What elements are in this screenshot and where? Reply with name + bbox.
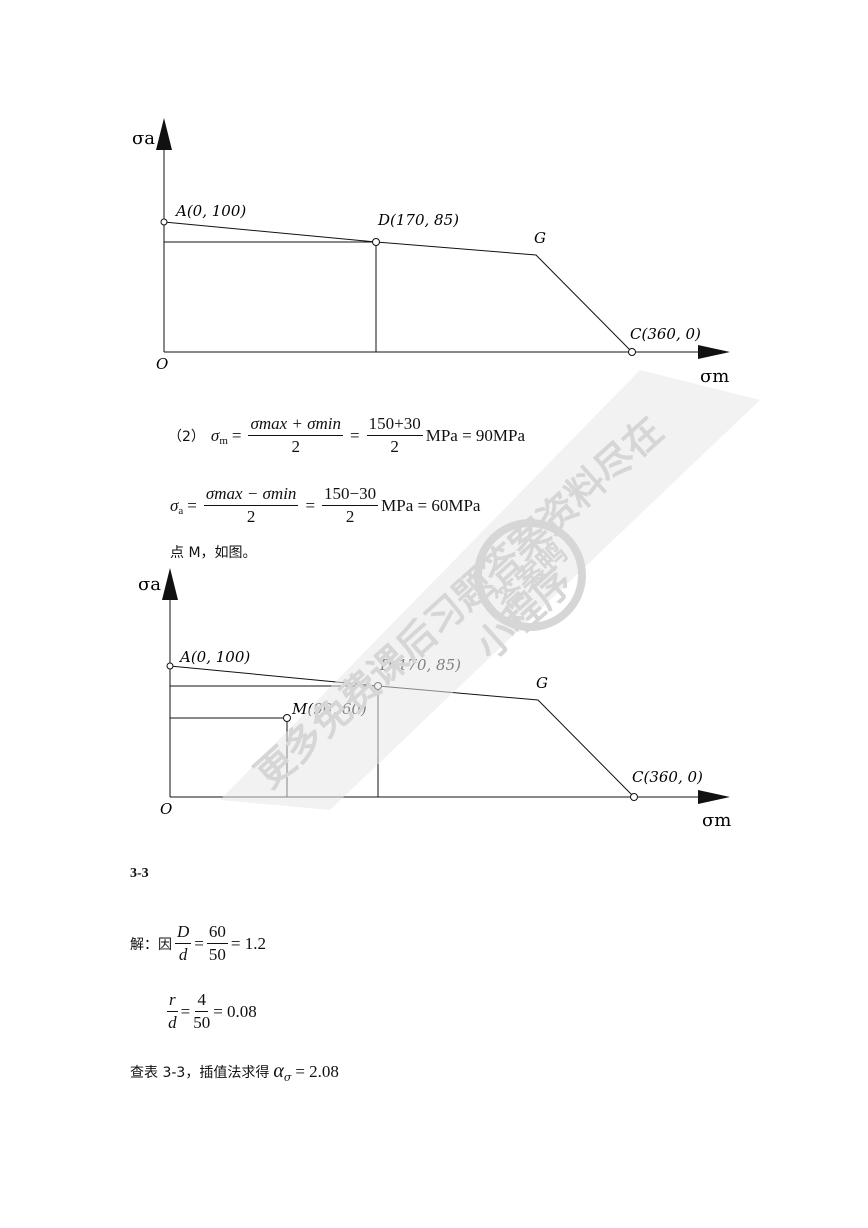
eq1-denominator: 2 <box>291 437 301 456</box>
point-a-marker <box>166 662 174 670</box>
ratio1-symbolic: D d <box>175 922 192 965</box>
eq1-numeric-fraction: 150+30 2 <box>366 414 423 457</box>
sigma-m-symbol: σ <box>210 425 220 445</box>
eq1-denominator-values: 2 <box>390 437 399 456</box>
point-c-label: C(360, 0) <box>630 325 701 343</box>
alpha-symbol: α <box>273 1060 284 1082</box>
ratio1-numeric: 60 50 <box>206 922 228 965</box>
eq1-numerator-values: 150+30 <box>366 414 423 436</box>
eq2-numerator: σmax − σmin <box>203 484 299 506</box>
ratio-r-equation: r d = 4 50 = 0.08 <box>167 990 257 1033</box>
ratio2-numerator-value: 4 <box>195 990 208 1012</box>
point-a-marker <box>160 218 168 226</box>
eq1-symbolic-fraction: σmax + σmin 2 <box>248 414 344 457</box>
point-c-marker <box>628 348 636 356</box>
ratio1-denominator: d <box>178 945 188 964</box>
y-axis-label: σa <box>132 128 155 149</box>
point-c-label: C(360, 0) <box>632 768 703 786</box>
point-c-marker <box>630 793 638 801</box>
eq2-denominator: 2 <box>246 507 256 526</box>
ratio2-denominator: d <box>168 1013 177 1032</box>
point-m-marker <box>283 714 291 722</box>
point-d-marker <box>374 682 382 690</box>
origin-label: O <box>156 355 168 373</box>
point-g-label: G <box>536 674 548 692</box>
eq1-numerator: σmax + σmin <box>248 414 344 436</box>
diagram-2: σa σm O A(0, 100) D(170, 85) M(90, 60) G… <box>138 568 731 831</box>
alpha-subscript: σ <box>283 1071 292 1084</box>
alpha-result: = 2.08 <box>295 1061 339 1081</box>
eq2-numerator-values: 150−30 <box>322 484 379 506</box>
sigma-a-subscript: a <box>178 504 184 517</box>
limit-line <box>163 221 633 353</box>
eq2-denominator-values: 2 <box>345 507 355 526</box>
eq1-result: MPa = 90MPa <box>425 425 526 445</box>
y-axis-label: σa <box>138 574 161 595</box>
point-m-note: 点 M，如图。 <box>170 545 257 561</box>
point-a-label: A(0, 100) <box>178 648 250 666</box>
point-m-label: M(90, 60) <box>291 700 367 718</box>
ratio1-denominator-value: 50 <box>208 945 226 964</box>
ratio2-denominator-value: 50 <box>193 1013 211 1032</box>
sigma-a-symbol: σ <box>170 495 179 515</box>
point-d-label: D(170, 85) <box>379 656 461 674</box>
y-axis-arrow <box>162 568 178 600</box>
ratio2-symbolic: r d <box>167 990 178 1033</box>
y-axis-arrow <box>156 118 172 150</box>
solution-prefix: 解：因 <box>130 936 172 953</box>
x-axis-arrow <box>698 790 730 804</box>
ratio2-result: = 0.08 <box>213 1001 257 1021</box>
x-axis-label: σm <box>700 366 729 387</box>
x-axis-arrow <box>698 345 730 359</box>
eq2-result: MPa = 60MPa <box>381 495 481 515</box>
ratio1-numerator-value: 60 <box>206 922 228 944</box>
problem-number: 3-3 <box>130 866 149 881</box>
ratio1-result: = 1.2 <box>230 933 266 953</box>
ratio2-numerator: r <box>167 990 178 1012</box>
point-d-label: D(170, 85) <box>377 211 459 229</box>
eq2-numeric-fraction: 150−30 2 <box>322 484 379 527</box>
x-axis-label: σm <box>702 810 731 831</box>
part-prefix: （2） <box>168 428 205 445</box>
point-g-label: G <box>534 229 546 247</box>
ratio-d-equation: 解：因 D d = 60 50 = 1.2 <box>130 922 266 965</box>
point-a-label: A(0, 100) <box>174 202 246 220</box>
ratio2-numeric: 4 50 <box>193 990 210 1033</box>
lookup-text: 查表 3-3，插值法求得 <box>130 1064 270 1081</box>
diagram-1: σa σm O A(0, 100) D(170, 85) G C(360, 0) <box>132 118 730 387</box>
point-d-marker <box>372 238 380 246</box>
sigma-m-subscript: m <box>219 434 228 447</box>
eq2-symbolic-fraction: σmax − σmin 2 <box>203 484 299 527</box>
ratio1-numerator: D <box>175 922 192 944</box>
origin-label: O <box>160 800 172 818</box>
